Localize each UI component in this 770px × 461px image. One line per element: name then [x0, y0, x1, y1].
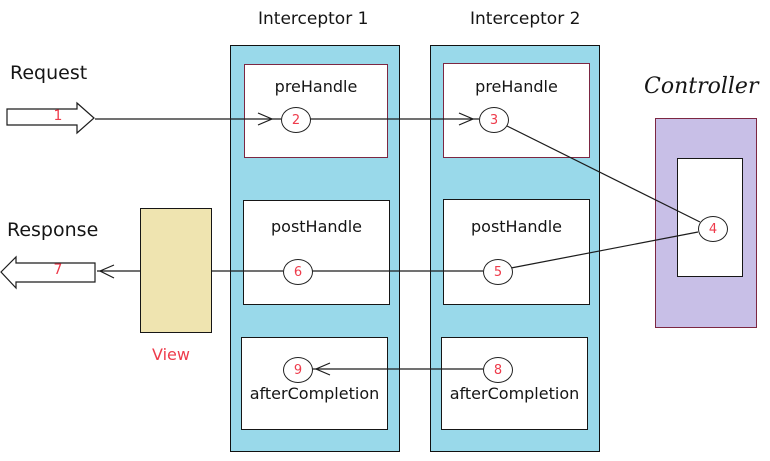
step-circle-8: 8	[483, 357, 513, 383]
interceptor2-prehandle-label: preHandle	[475, 77, 558, 96]
interceptor1-aftercompletion-label: afterCompletion	[249, 384, 380, 403]
interceptor2-prehandle-box: preHandle	[443, 63, 590, 158]
step-circle-4: 4	[698, 216, 728, 242]
response-block-arrow	[0, 255, 96, 290]
interceptor1-aftercompletion-box: afterCompletion	[241, 337, 388, 430]
step-circle-9: 9	[283, 357, 313, 383]
interceptor2-aftercompletion-box: afterCompletion	[441, 337, 588, 430]
interceptor1-prehandle-label: preHandle	[274, 77, 358, 96]
request-label: Request	[10, 62, 88, 84]
step-circle-3: 3	[479, 107, 509, 133]
step-circle-2: 2	[281, 107, 311, 133]
interceptor1-posthandle-box: postHandle	[243, 200, 390, 305]
interceptor1-posthandle-label: postHandle	[271, 217, 362, 236]
arrowhead-into-response	[98, 264, 115, 279]
interceptor2-posthandle-label: postHandle	[471, 217, 562, 236]
interceptor2-posthandle-box: postHandle	[443, 199, 590, 305]
interceptor2-aftercompletion-label: afterCompletion	[449, 384, 580, 403]
step-circle-6: 6	[283, 259, 313, 285]
controller-label: Controller	[644, 74, 759, 99]
interceptor1-title: Interceptor 1	[258, 9, 369, 29]
step-number-7: 7	[53, 262, 63, 278]
interceptor2-title: Interceptor 2	[470, 9, 581, 29]
view-box	[140, 208, 212, 333]
step-number-1: 1	[53, 108, 63, 124]
response-label: Response	[7, 219, 99, 241]
view-label: View	[152, 345, 190, 364]
interceptor1-prehandle-box: preHandle	[244, 64, 388, 158]
step-circle-5: 5	[483, 259, 513, 285]
